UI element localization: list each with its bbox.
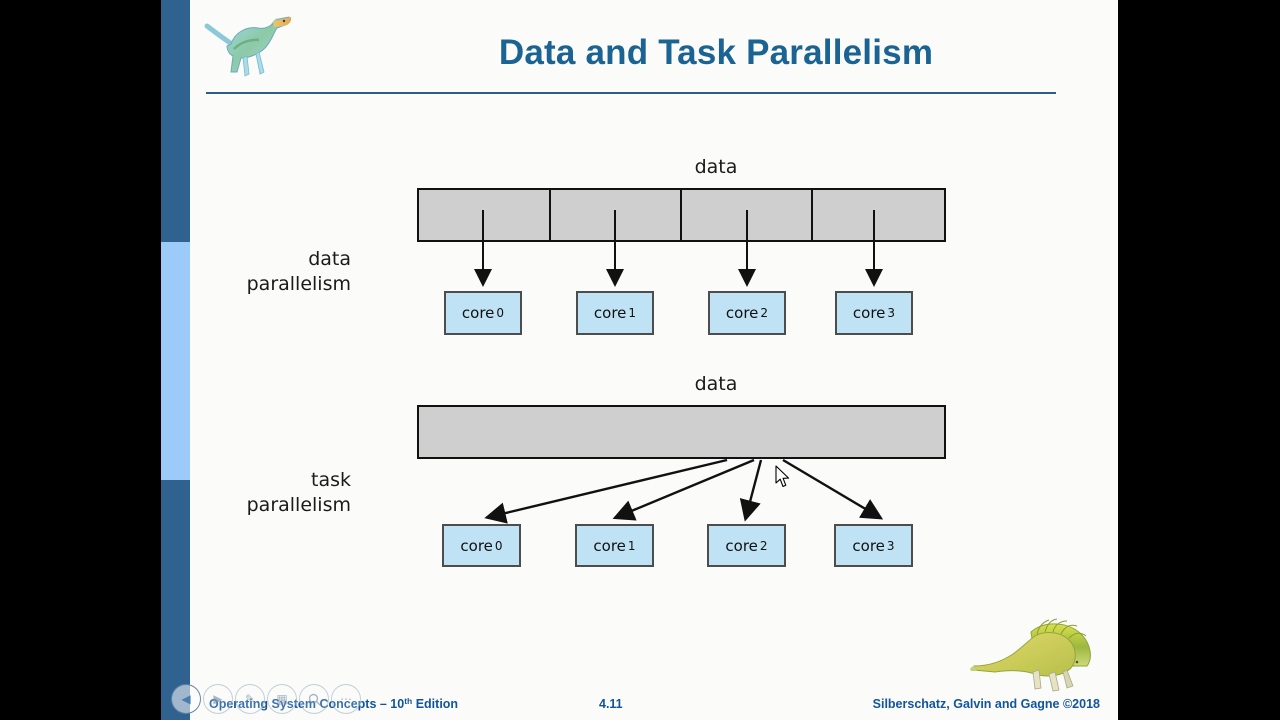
magnifier-icon[interactable] <box>299 684 329 714</box>
player-controls[interactable]: ◀ ▶ ✎ ▦ ⋯ <box>171 684 361 714</box>
core-box-label: core <box>593 536 626 555</box>
pen-icon[interactable]: ✎ <box>235 684 265 714</box>
task-section-data-bar <box>417 405 946 459</box>
more-icon[interactable]: ⋯ <box>331 684 361 714</box>
dinosaur-logo-icon <box>204 16 292 77</box>
footer-edition-ordinal: th <box>404 696 413 706</box>
task-section-bar-label: data <box>694 373 738 395</box>
core-box-index: 1 <box>628 306 637 320</box>
core-box-label: core <box>460 536 493 555</box>
core-box-label: core <box>725 536 758 555</box>
footer-slide-number: 4.11 <box>599 697 623 711</box>
task-parallelism-label-line1: task <box>311 469 351 491</box>
data-parallelism-label-line2: parallelism <box>246 273 351 295</box>
core-box-label: core <box>852 304 886 322</box>
figure-arrows <box>474 210 884 524</box>
data-parallelism-label-line1: data <box>308 248 351 270</box>
core-box-label: core <box>593 304 627 322</box>
presentation-slide: Data and Task Parallelism data data para… <box>161 0 1118 720</box>
core-box-label: core <box>852 536 885 555</box>
sidebar-band-top <box>161 0 190 242</box>
data-bar-divider <box>680 190 682 240</box>
core-box-index: 0 <box>494 538 503 553</box>
back-icon[interactable]: ◀ <box>171 684 201 714</box>
core-box-index: 2 <box>760 306 769 320</box>
core-box-index: 2 <box>759 538 768 553</box>
core-box-label: core <box>461 304 495 322</box>
core-box-index: 3 <box>886 538 895 553</box>
footer-copyright: Silberschatz, Galvin and Gagne ©2018 <box>872 697 1100 711</box>
mouse-cursor <box>775 465 790 488</box>
slide-title: Data and Task Parallelism <box>498 33 934 72</box>
data-bar-divider <box>549 190 551 240</box>
task-parallelism-label: task parallelism <box>171 468 351 518</box>
footer-edition-suffix: Edition <box>412 697 459 711</box>
play-icon[interactable]: ▶ <box>203 684 233 714</box>
task-parallelism-label-line2: parallelism <box>246 494 351 516</box>
grid-icon[interactable]: ▦ <box>267 684 297 714</box>
core-box-index: 1 <box>627 538 636 553</box>
data-parallelism-label: data parallelism <box>171 247 351 297</box>
data-section-data-bar <box>417 188 946 242</box>
slide-sidebar-accent <box>161 0 190 720</box>
data-bar-divider <box>811 190 813 240</box>
data-section-bar-label: data <box>694 156 738 178</box>
core-box-index: 3 <box>887 306 896 320</box>
sidebar-band-bottom <box>161 480 190 720</box>
core-box-label: core <box>725 304 759 322</box>
title-underline <box>206 92 1056 94</box>
core-box-index: 0 <box>496 306 505 320</box>
dinosaur-footer-icon <box>970 618 1091 692</box>
sidebar-band-middle <box>161 242 190 480</box>
